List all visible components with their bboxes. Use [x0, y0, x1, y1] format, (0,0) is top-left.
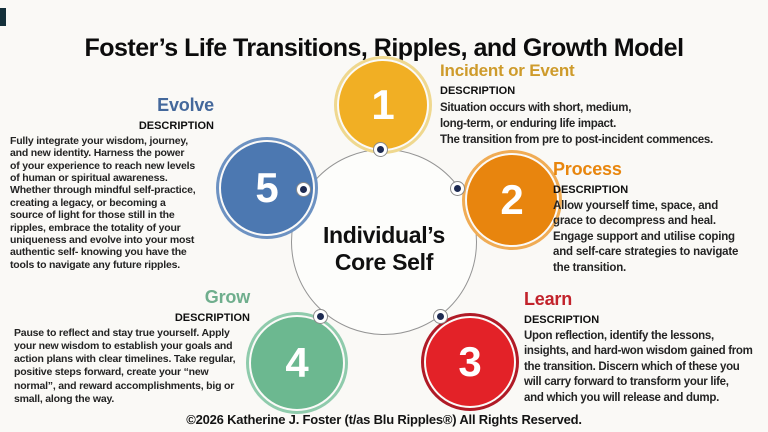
core-self-circle: Individual’s Core Self	[291, 149, 477, 335]
step-circle-learn: 3	[424, 316, 516, 408]
section-title-learn: Learn	[524, 289, 573, 309]
section-description-process: Allow yourself time, space, and grace to…	[553, 199, 739, 274]
section-description-incident: Situation occurs with short, medium, lon…	[440, 101, 713, 146]
description-label: DESCRIPTION	[440, 84, 516, 97]
copyright-text: ©2026 Katherine J. Foster (t/as Blu Ripp…	[186, 412, 582, 427]
page-title: Foster’s Life Transitions, Ripples, and …	[84, 33, 684, 62]
step-number-2: 2	[500, 176, 524, 223]
step-circle-grow: 4	[249, 315, 345, 411]
connector-node-1	[373, 142, 388, 157]
section-learn: Learn DESCRIPTION Upon reflection, ident…	[524, 289, 768, 406]
section-evolve: Evolve DESCRIPTION Fully integrate your …	[10, 95, 214, 271]
connector-node-5	[296, 182, 311, 197]
step-number-5: 5	[255, 164, 279, 211]
section-title-evolve: Evolve	[157, 95, 214, 115]
section-grow: Grow DESCRIPTION Pause to reflect and st…	[14, 287, 250, 406]
step-circle-process: 2	[465, 153, 559, 247]
step-circle-incident: 1	[337, 59, 429, 151]
connector-node-4	[313, 309, 328, 324]
connector-node-2	[450, 181, 465, 196]
section-title-grow: Grow	[204, 287, 250, 307]
section-title-incident-or-event: Incident or Event	[440, 61, 575, 80]
section-title-process: Process	[553, 159, 622, 179]
edge-artifact	[0, 8, 6, 26]
section-description-grow: Pause to reflect and stay true yourself.…	[14, 326, 236, 405]
description-label: DESCRIPTION	[524, 313, 600, 326]
step-number-3: 3	[458, 338, 482, 385]
section-process: Process DESCRIPTION Allow yourself time,…	[553, 159, 768, 276]
description-label: DESCRIPTION	[138, 119, 214, 132]
section-incident-or-event: Incident or Event DESCRIPTION Situation …	[440, 61, 766, 148]
description-label: DESCRIPTION	[174, 311, 250, 324]
step-number-1: 1	[371, 81, 395, 128]
connector-node-3	[433, 309, 448, 324]
step-number-4: 4	[285, 339, 309, 386]
section-description-learn: Upon reflection, identify the lessons, i…	[524, 329, 753, 404]
core-self-label: Individual’s Core Self	[322, 221, 446, 275]
description-label: DESCRIPTION	[553, 183, 629, 196]
section-description-evolve: Fully integrate your wisdom, journey, an…	[10, 134, 196, 271]
